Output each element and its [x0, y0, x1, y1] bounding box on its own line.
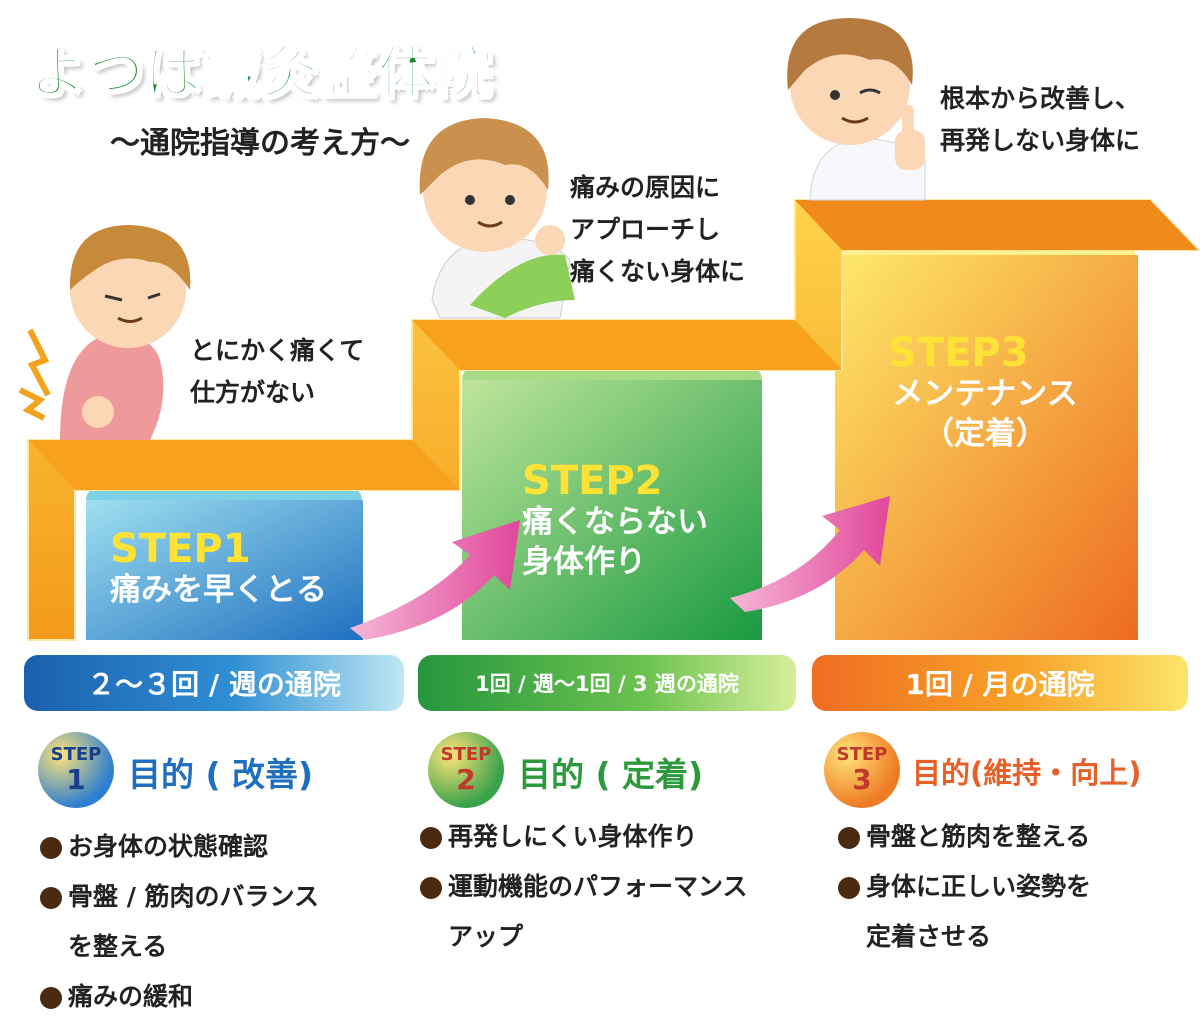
step2-name: 痛くならない 身体作り — [522, 504, 708, 581]
step2-badge-number: 2 — [456, 763, 476, 796]
step3-badge-number: 3 — [852, 763, 872, 796]
step1-frequency-band: ２〜３回 / 週の通院 — [24, 655, 404, 711]
step2-label: STEP2 — [522, 458, 663, 504]
step3-speech: 根本から改善し、 再発しない身体に — [940, 84, 1141, 155]
arrow-step2-to-step3 — [730, 496, 890, 612]
step2-badge: STEP 2 — [428, 732, 504, 808]
page-subtitle: 〜通院指導の考え方〜 — [110, 126, 410, 161]
step3-box-text: STEP3 メンテナンス （定着） — [880, 332, 1090, 455]
step2-speech: 痛みの原因に アプローチし 痛くない身体に — [570, 173, 746, 286]
list-item: 再発しにくい身体作り — [418, 812, 798, 862]
step3-box — [835, 255, 1138, 640]
step1-bullet-list: お身体の状態確認 骨盤 / 筋肉のバランス を整える 痛みの緩和 — [38, 822, 398, 1022]
list-item: 身体に正しい姿勢を 定着させる — [836, 862, 1186, 962]
list-item: 痛みの緩和 — [38, 972, 398, 1022]
step1-badge-label: STEP — [50, 744, 102, 765]
step1-label: STEP1 — [110, 526, 251, 572]
list-item: 骨盤 / 筋肉のバランス を整える — [38, 872, 398, 972]
list-item: お身体の状態確認 — [38, 822, 398, 872]
step3-badge-label: STEP — [836, 744, 888, 765]
step1-badge: STEP 1 — [38, 732, 114, 808]
therapist-figure — [419, 118, 575, 319]
patient-in-pain-figure — [18, 225, 191, 440]
step1-name: 痛みを早くとる — [110, 572, 327, 608]
list-item: 運動機能のパフォーマンス アップ — [418, 862, 798, 962]
step3-purpose: 目的(維持・向上) — [912, 756, 1142, 790]
step2-purpose: 目的 ( 定着) — [518, 755, 704, 794]
step2-badge-label: STEP — [440, 744, 492, 765]
clinic-title: よつば鍼灸整体院 — [29, 40, 494, 107]
step2-box-text: STEP2 痛くならない 身体作り — [522, 460, 708, 583]
step1-frequency: ２〜３回 / 週の通院 — [87, 668, 341, 701]
step2-frequency-band: 1回 / 週〜1回 / 3 週の通院 — [418, 655, 796, 711]
smiling-therapist-figure — [787, 18, 926, 201]
step3-frequency-band: 1回 / 月の通院 — [812, 655, 1188, 711]
step3-label: STEP3 — [888, 330, 1029, 376]
arrow-step1-to-step2 — [350, 520, 520, 640]
step1-box — [86, 500, 363, 640]
step3-badge: STEP 3 — [824, 732, 900, 808]
step1-speech: とにかく痛くて 仕方がない — [190, 336, 365, 407]
step1-box-text: STEP1 痛みを早くとる — [110, 528, 327, 610]
step2-bullet-list: 再発しにくい身体作り 運動機能のパフォーマンス アップ — [418, 812, 798, 962]
list-item: 骨盤と筋肉を整える — [836, 812, 1186, 862]
step1-badge-number: 1 — [66, 763, 86, 796]
step3-frequency: 1回 / 月の通院 — [905, 668, 1095, 701]
step3-bullet-list: 骨盤と筋肉を整える 身体に正しい姿勢を 定着させる — [836, 812, 1186, 962]
step2-frequency: 1回 / 週〜1回 / 3 週の通院 — [475, 672, 739, 696]
step2-box — [462, 380, 762, 640]
step3-name: メンテナンス （定着） — [892, 376, 1078, 453]
step1-purpose: 目的 ( 改善) — [128, 755, 314, 794]
